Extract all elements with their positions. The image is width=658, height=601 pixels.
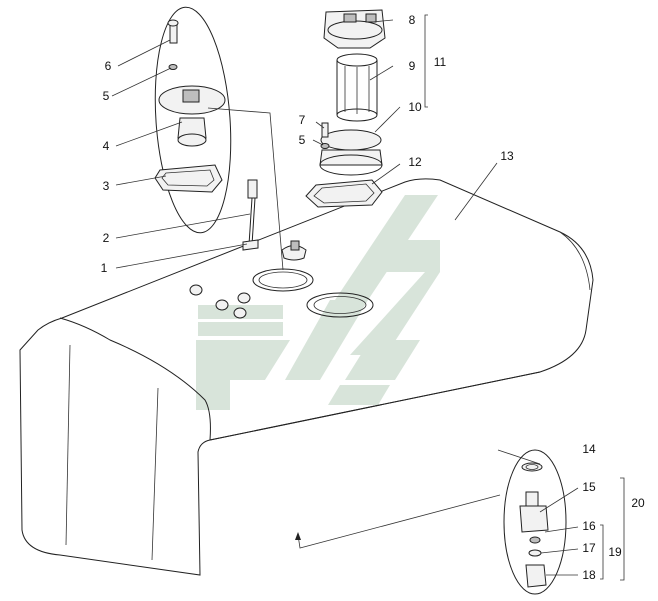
label-19: 19 — [608, 545, 622, 559]
label-20: 20 — [631, 496, 645, 510]
label-1: 1 — [101, 261, 108, 275]
pump-assembly — [305, 9, 386, 208]
watermark-logo — [196, 195, 440, 410]
label-11: 11 — [434, 55, 447, 69]
label-6: 6 — [105, 59, 112, 73]
label-12: 12 — [408, 155, 422, 169]
label-5b: 5 — [299, 133, 306, 147]
label-17: 17 — [582, 541, 596, 555]
label-13: 13 — [500, 149, 514, 163]
label-15: 15 — [582, 480, 596, 494]
label-4: 4 — [103, 139, 110, 153]
label-8: 8 — [409, 13, 416, 27]
label-3: 3 — [103, 179, 110, 193]
fuel-tank-body — [19, 178, 594, 576]
label-7: 7 — [299, 113, 306, 127]
label-5a: 5 — [103, 89, 110, 103]
drain-plug-group — [503, 449, 567, 595]
label-2: 2 — [103, 231, 110, 245]
label-10: 10 — [408, 100, 422, 114]
leader-lines — [111, 14, 625, 581]
level-sensor-group — [154, 6, 232, 234]
tank-studs — [189, 284, 251, 319]
part-number-labels: 1 2 3 4 5 6 7 5 8 9 10 11 12 13 14 15 16… — [101, 13, 645, 582]
label-9: 9 — [409, 59, 416, 73]
label-16: 16 — [582, 519, 596, 533]
label-14: 14 — [582, 442, 596, 456]
label-18: 18 — [582, 568, 596, 582]
tank-top-openings — [252, 240, 374, 318]
probe-rod — [242, 179, 259, 251]
